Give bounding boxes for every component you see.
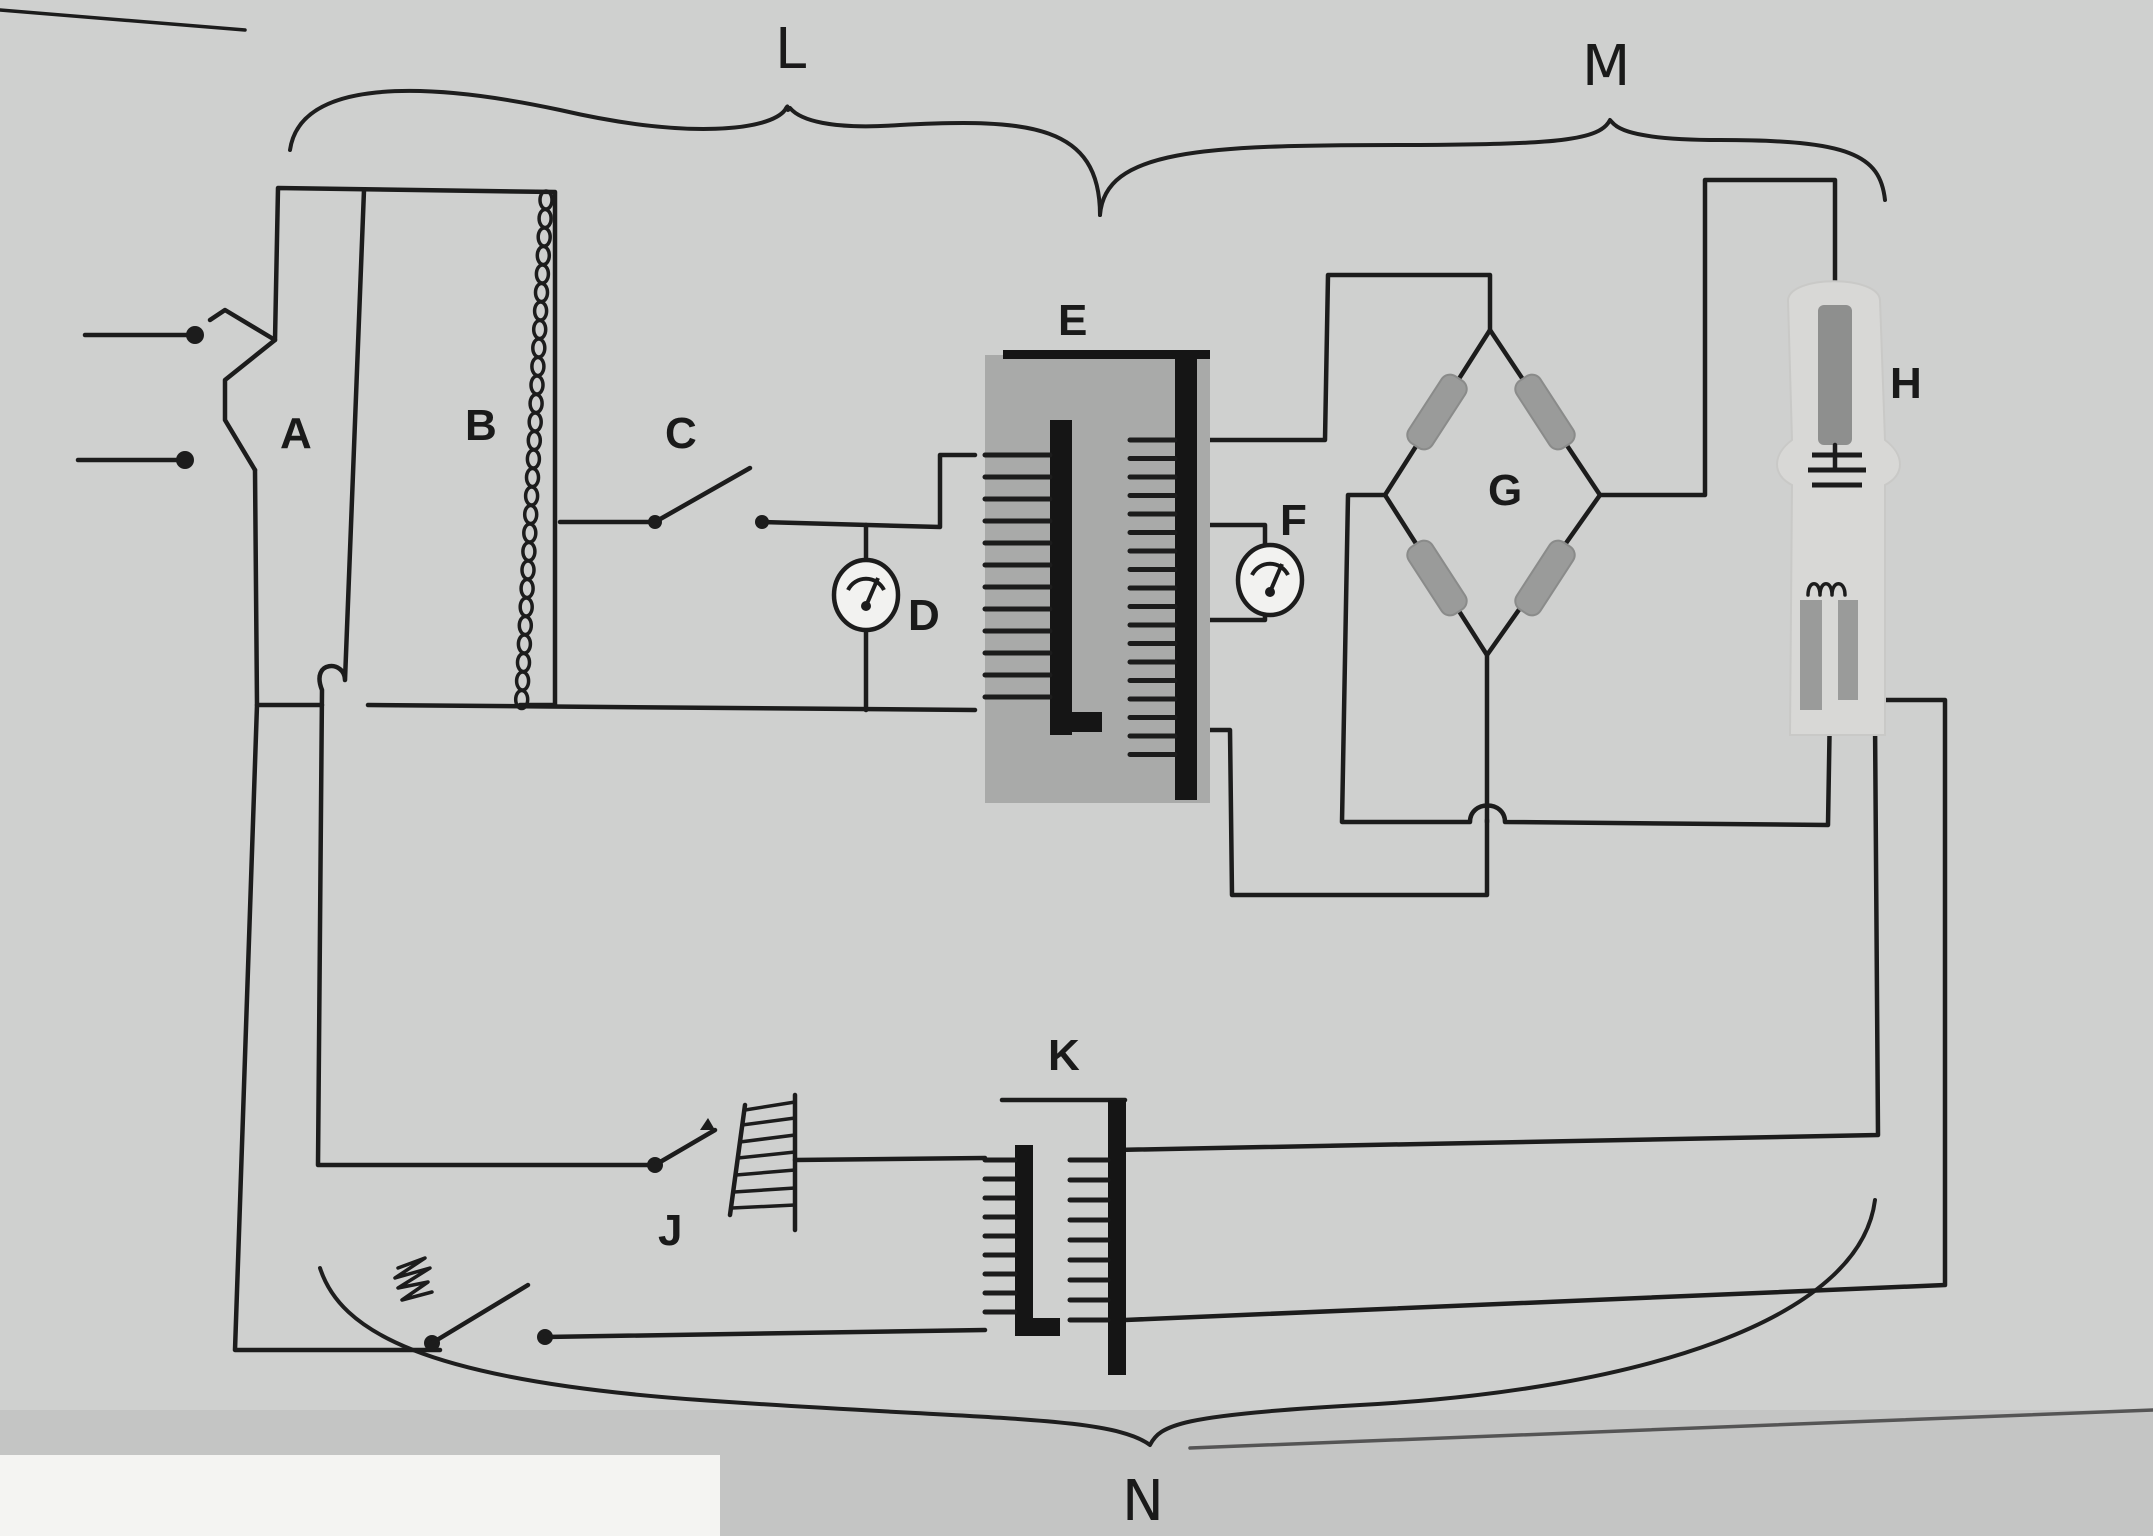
rectifier-bridge-G (1382, 327, 1603, 825)
transformer-E-primary-foot (1050, 712, 1102, 732)
label-G: G (1488, 466, 1522, 515)
transformer-E-primary-winding (982, 452, 1053, 700)
timer-spring-icon (393, 1256, 434, 1302)
meter-F-scale (1250, 561, 1290, 576)
label-B: B (465, 401, 497, 450)
label-C: C (665, 409, 697, 458)
supply-wire-left-outer (232, 467, 443, 1353)
timer-switch-output (542, 1327, 988, 1340)
transformer-K-primary-foot (1015, 1318, 1060, 1336)
label-D: D (908, 591, 940, 640)
transformer-E (982, 350, 1210, 803)
page-edge-line (0, 8, 247, 32)
bridge-diode-lower-left (1406, 539, 1468, 617)
section-label-N: N (1122, 1469, 1164, 1534)
voltmeter-D-hub (861, 601, 871, 611)
primary-bottom-bus (254, 702, 978, 713)
redacted-strip (0, 1455, 720, 1536)
meter-F-lead-top (1207, 522, 1268, 548)
supply-wire-inner (315, 187, 658, 1168)
rheostat-J-arrow-icon (700, 1118, 715, 1130)
meter-F-needle (1268, 563, 1284, 593)
transformer-E-top-bar (1003, 350, 1210, 359)
x-ray-tube-anode (1818, 305, 1852, 445)
transformer-E-secondary-winding (1127, 437, 1178, 757)
section-label-L: L (775, 17, 806, 82)
voltmeter-D-scale (846, 576, 886, 591)
coil-turn (513, 688, 530, 711)
x-ray-tube-H (1776, 280, 1901, 736)
voltmeter-icon (831, 557, 901, 633)
bridge-diode-upper-left (1406, 373, 1468, 451)
meter-icon (1235, 542, 1305, 618)
transformer-K-primary-plate (1015, 1145, 1033, 1335)
page-fold-line (1188, 1408, 2153, 1450)
autotransformer-B-coil (513, 189, 554, 711)
filament-return (1122, 697, 1948, 1323)
rheostat-J-output (792, 1155, 988, 1163)
transformer-E-secondary-plate (1175, 358, 1197, 800)
label-E: E (1058, 296, 1087, 345)
transformer-K (982, 1097, 1128, 1375)
transformer-E-primary-plate (1050, 420, 1072, 735)
label-H: H (1890, 359, 1922, 408)
x-ray-tube-filament (1806, 582, 1847, 597)
meter-F (1235, 542, 1305, 618)
plug-body (207, 307, 278, 473)
label-K: K (1048, 1031, 1080, 1080)
secondary-bottom-wire (1202, 727, 1490, 898)
label-J: J (658, 1206, 682, 1255)
bridge-diode-lower-right (1514, 539, 1576, 617)
transformer-K-secondary-winding (1067, 1157, 1111, 1323)
supply-wire-A (272, 185, 558, 708)
bridge-right-output (1597, 177, 1838, 498)
plug-pin-lower (176, 451, 194, 469)
label-A: A (280, 409, 312, 458)
meter-F-hub (1265, 587, 1275, 597)
plug-pin-upper (186, 326, 204, 344)
brace-M (1098, 118, 1887, 217)
timer-switch-blade (429, 1282, 531, 1346)
bridge-diode-upper-right (1514, 373, 1576, 451)
x-ray-tube-cathode-left (1800, 600, 1822, 710)
brace-L (288, 89, 1102, 217)
transformer-K-primary-winding (982, 1157, 1018, 1315)
x-ray-tube-cathode-right (1838, 600, 1858, 700)
switch-C-blade (652, 465, 753, 525)
voltmeter-D-needle (864, 577, 880, 607)
switch-C-output (759, 452, 978, 530)
brace-N (318, 1198, 1877, 1447)
rheostat-J-arm (652, 1127, 718, 1168)
transformer-K-secondary-plate (1108, 1100, 1126, 1375)
label-F: F (1280, 496, 1307, 545)
secondary-top-wire (1202, 272, 1493, 443)
voltmeter-D (831, 557, 901, 633)
section-label-M: M (1582, 34, 1630, 99)
rheostat-J-coils (727, 1092, 798, 1233)
